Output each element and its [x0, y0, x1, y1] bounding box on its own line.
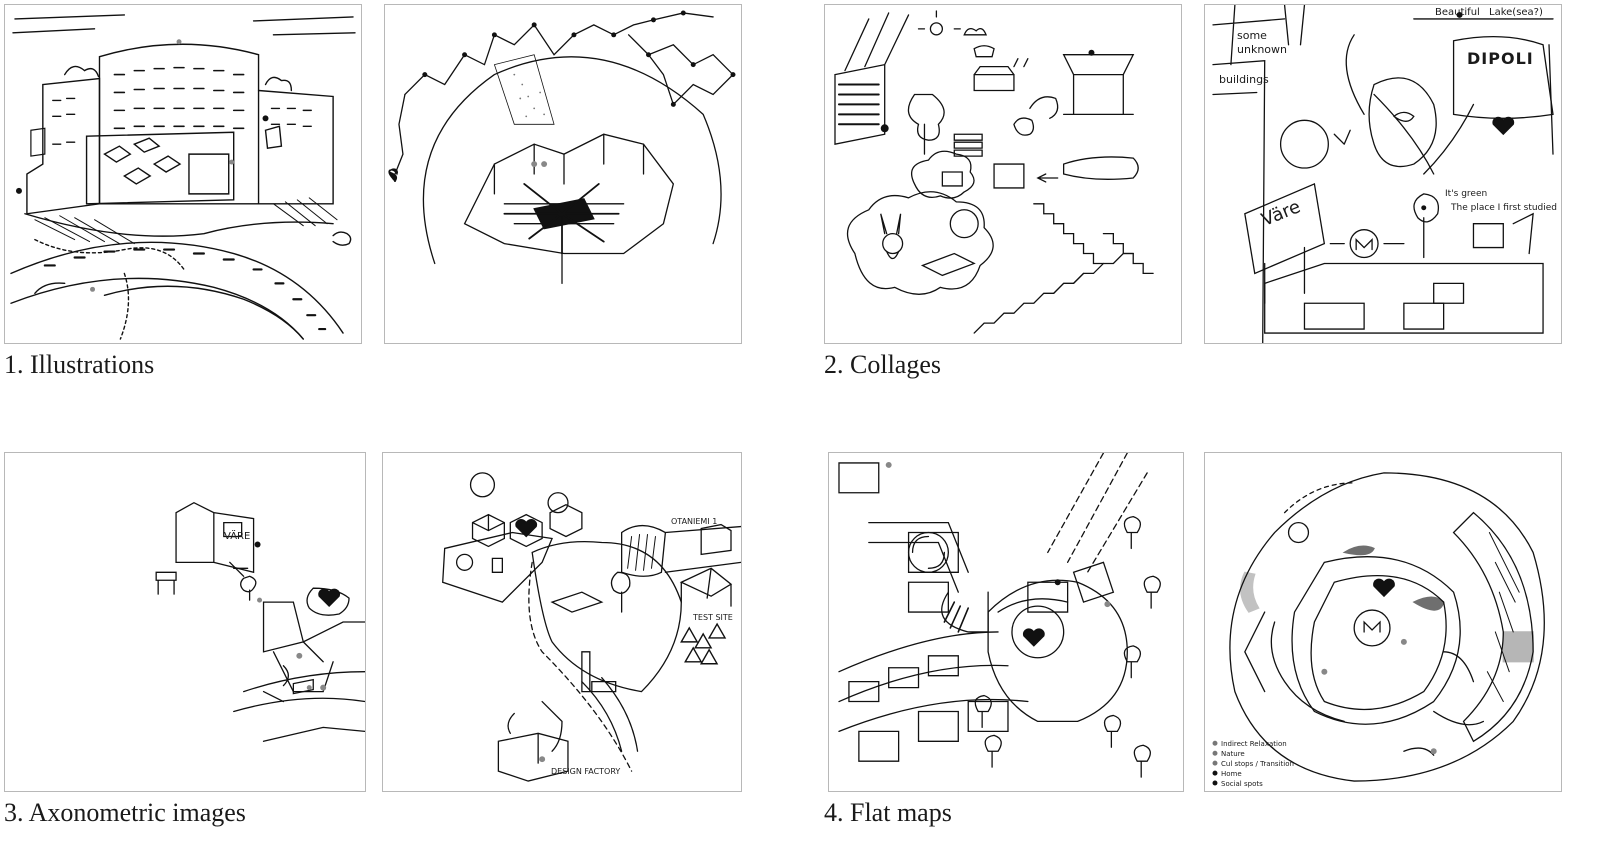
flat-legend-2: Nature — [1221, 750, 1245, 758]
caption-illustrations: 1. Illustrations — [4, 350, 155, 379]
collage-label-buildings: buildings — [1219, 73, 1269, 86]
collage-label-beautiful: Beautiful — [1435, 7, 1480, 18]
caption-collages: 2. Collages — [824, 350, 941, 379]
collage-label-first: The place I first studied — [1451, 203, 1558, 213]
flat-legend-5: Social spots — [1221, 780, 1263, 788]
flat-legend-4: Home — [1221, 770, 1242, 778]
axo-label-vare: VÄRE — [224, 531, 251, 542]
flat-map-sketch-1 — [828, 452, 1184, 792]
illustration-sketch-1 — [4, 4, 362, 344]
flat-legend-3: Cul stops / Transition — [1221, 760, 1294, 768]
collage-label-green: It's green — [1445, 189, 1488, 199]
collage-label-unknown: unknown — [1237, 43, 1287, 56]
flat-legend-1: Indirect Relaxation — [1221, 740, 1287, 748]
collage-sketch-2: DIPOLI Beautiful Lake(sea?) some unknown… — [1204, 4, 1562, 344]
axo-label-design-factory: DESIGN FACTORY — [551, 767, 621, 776]
collage-label-lake: Lake(sea?) — [1489, 7, 1543, 18]
collage-label-dipoli: DIPOLI — [1467, 49, 1534, 68]
caption-axonometric: 3. Axonometric images — [4, 798, 246, 827]
collage-sketch-1 — [824, 4, 1182, 344]
caption-flat-maps: 4. Flat maps — [824, 798, 952, 827]
axo-label-test-site: TEST SITE — [693, 613, 733, 622]
illustration-sketch-2 — [384, 4, 742, 344]
collage-label-some: some — [1237, 29, 1267, 42]
axonometric-sketch-2: DESIGN FACTORY OTANIEMI 1 TEST SITE — [382, 452, 742, 792]
axonometric-sketch-1: VÄRE — [4, 452, 366, 792]
flat-map-sketch-2: Indirect Relaxation Nature Cul stops / T… — [1204, 452, 1562, 792]
axo-label-otaniemi: OTANIEMI 1 — [671, 517, 718, 526]
